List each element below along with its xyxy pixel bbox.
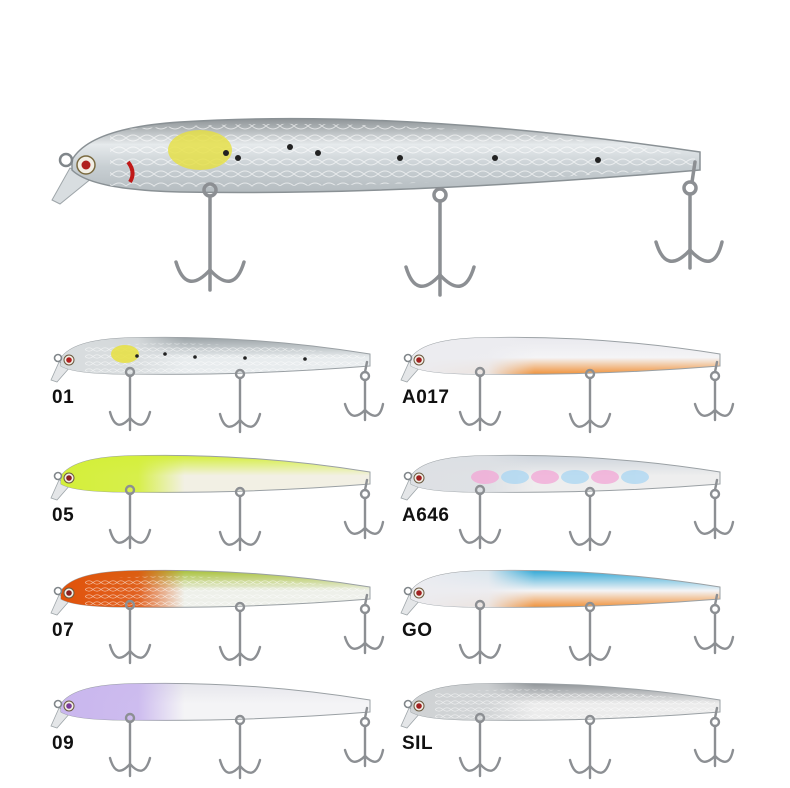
color-code-label: 05: [52, 505, 75, 526]
treble-hook: [108, 712, 152, 778]
yellow-patch: [168, 130, 232, 170]
lure-variant-image: [400, 454, 735, 552]
lure-variant: GO: [395, 565, 755, 675]
lure-spots: [223, 144, 601, 163]
treble-hook-tail: [693, 593, 735, 655]
lure-variant-image: [50, 336, 385, 434]
lure-variant: 07: [45, 565, 405, 675]
color-code-label: A646: [402, 505, 450, 526]
treble-hook: [568, 714, 612, 780]
color-code-label: 09: [52, 733, 75, 754]
treble-hook: [458, 712, 502, 778]
lure-variant-image: [50, 454, 385, 552]
color-code-label: 07: [52, 620, 75, 641]
treble-hook-tail: [693, 706, 735, 768]
treble-hook-tail: [654, 160, 724, 270]
treble-hook-tail: [343, 360, 385, 422]
treble-hook-front: [174, 182, 246, 292]
color-code-label: SIL: [402, 733, 434, 754]
lure-variant: 05: [45, 450, 405, 560]
treble-hook-tail: [343, 478, 385, 540]
treble-hook: [568, 601, 612, 667]
treble-hook: [218, 486, 262, 552]
treble-hook: [108, 599, 152, 665]
lure-variant-image: [50, 569, 385, 667]
lure-variant-image: [50, 682, 385, 780]
treble-hook: [458, 599, 502, 665]
treble-hook: [458, 484, 502, 550]
color-code-label: A017: [402, 387, 450, 408]
color-code-label: GO: [402, 620, 433, 641]
hero-lure-image: [51, 117, 724, 297]
lure-variant-image: [400, 682, 735, 780]
lure-variant: SIL: [395, 678, 755, 788]
treble-hook: [108, 484, 152, 550]
lure-variant-image: [400, 336, 735, 434]
lure-variant: A017: [395, 332, 755, 442]
treble-hook-tail: [693, 360, 735, 422]
treble-hook: [568, 486, 612, 552]
treble-hook: [108, 366, 152, 432]
treble-hook-middle: [404, 187, 476, 297]
treble-hook-tail: [693, 478, 735, 540]
treble-hook: [218, 601, 262, 667]
lure-variant: A646: [395, 450, 755, 560]
treble-hook: [218, 368, 262, 434]
treble-hook: [218, 714, 262, 780]
treble-hook: [568, 368, 612, 434]
treble-hook: [458, 366, 502, 432]
lure-variant: 09: [45, 678, 405, 788]
treble-hook-tail: [343, 706, 385, 768]
color-code-label: 01: [52, 387, 75, 408]
lure-scale-pattern: [110, 123, 695, 187]
lure-variant-image: [400, 569, 735, 667]
treble-hook-tail: [343, 593, 385, 655]
lure-variant: 01: [45, 332, 405, 442]
line-tie-ring: [58, 152, 74, 168]
